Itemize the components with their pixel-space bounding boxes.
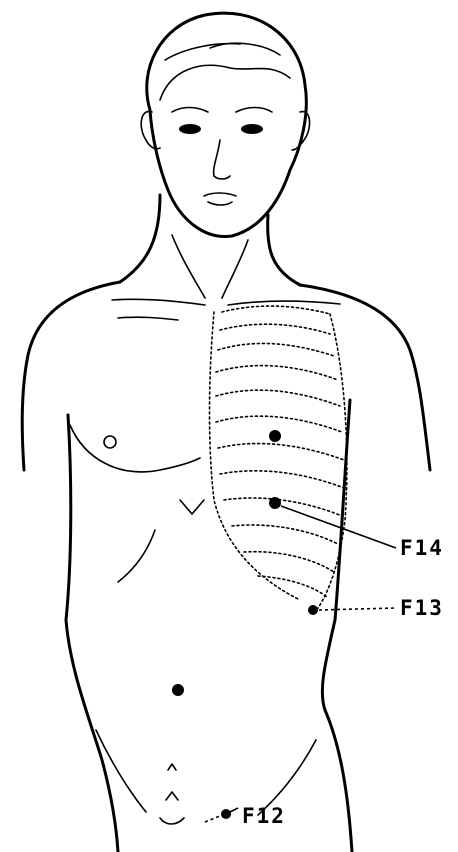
lower-abdomen-mark-middle: [166, 792, 178, 800]
right-eyebrow: [236, 108, 272, 113]
rib-cage: [210, 306, 347, 608]
right-waist: [322, 620, 352, 852]
clavicle-left: [112, 299, 205, 305]
nose: [214, 140, 230, 179]
sternum-notch: [180, 500, 204, 514]
left-eyebrow: [172, 108, 208, 113]
neck-muscle-left: [172, 235, 205, 298]
mouth: [204, 193, 236, 205]
left-shoulder-arm: [22, 282, 120, 470]
lower-abdomen-mark-upper: [168, 764, 176, 770]
right-eye-icon: [241, 124, 263, 134]
f12-label: F12: [242, 806, 286, 827]
right-shoulder-arm: [300, 285, 430, 470]
clavicle-left-lower: [118, 317, 178, 320]
hair-line: [160, 65, 290, 100]
right-nipple-icon: [269, 430, 281, 442]
neck-right: [268, 215, 300, 285]
navel-icon: [172, 684, 184, 696]
neck-muscle-right: [222, 240, 248, 298]
right-inner-arm: [335, 400, 350, 620]
torso-crease: [118, 530, 155, 582]
head-outline: [147, 13, 307, 236]
f13-label: F13: [400, 598, 444, 619]
f14-point-icon: [269, 497, 281, 509]
left-nipple-icon: [104, 436, 116, 448]
clavicle-right: [228, 301, 340, 305]
neck-left: [120, 195, 160, 282]
f13-point-icon: [308, 605, 318, 615]
f12-leader-tail: [205, 816, 220, 822]
right-ear: [292, 112, 310, 150]
left-eye-icon: [179, 124, 201, 134]
hair-strands: [165, 43, 280, 60]
f14-leader-line: [281, 506, 396, 548]
left-inner-arm: [66, 415, 71, 620]
f14-label: F14: [400, 538, 444, 559]
left-pectoral: [70, 425, 200, 472]
left-waist: [66, 620, 118, 852]
f13-leader-line: [319, 608, 396, 610]
lower-abdomen-mark-lower: [160, 818, 184, 824]
